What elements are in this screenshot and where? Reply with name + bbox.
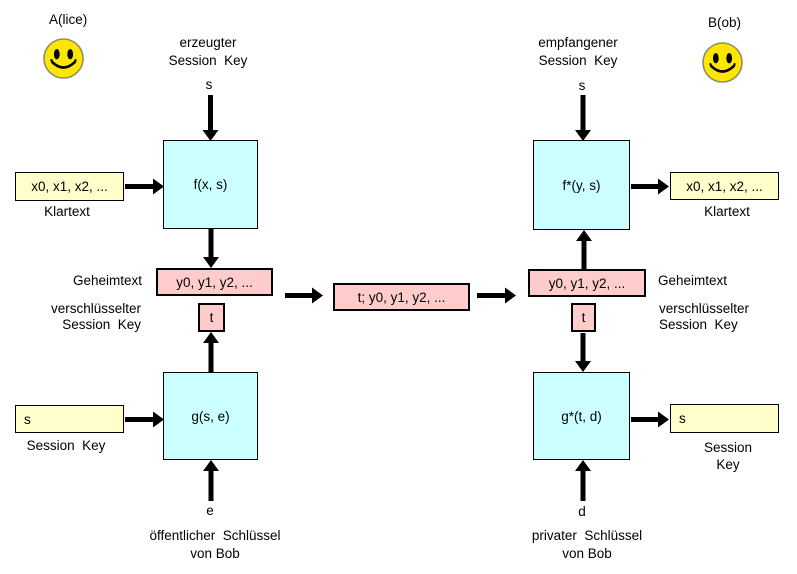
private-key-d-label: d (578, 504, 586, 519)
session-key-label-left: Session Key (26, 438, 106, 453)
plaintext-box-right: x0, x1, x2, ... (670, 172, 779, 200)
public-key-e-label: e (206, 503, 214, 518)
arrow-g-to-t (203, 332, 219, 372)
ciphertext-label-left: Geheimtext (72, 273, 142, 288)
key-encrypt-function-box: g(s, e) (163, 372, 258, 460)
smiley-face-bob-icon (702, 42, 743, 83)
smiley-face-alice-icon (43, 38, 84, 79)
encrypted-session-key-label-left: verschlüsselter Session Key (50, 301, 141, 332)
ciphertext-box-right: y0, y1, y2, ... (528, 269, 646, 297)
ciphertext-label-right: Geheimtext (658, 273, 728, 288)
arrow-t-to-gstar (575, 333, 591, 372)
ciphertext-box-left: y0, y1, y2, ... (156, 268, 273, 296)
received-session-key-label: empfangener Session Key (538, 35, 618, 68)
encrypted-session-key-box-left: t (198, 303, 225, 332)
plaintext-label-left: Klartext (44, 204, 90, 219)
encrypt-function-box: f(x, s) (163, 140, 258, 229)
key-decrypt-function-box: g*(t, d) (533, 372, 630, 460)
encrypted-session-key-box-right: t (571, 303, 596, 332)
bob-label: B(ob) (708, 15, 742, 30)
arrow-e-to-g (203, 460, 219, 501)
arrow-sessionkey-to-g (125, 411, 164, 428)
arrow-f-to-ciphertext (203, 229, 219, 268)
s-top-label-right: s (578, 78, 586, 93)
arrow-channel-to-ciphertext (477, 287, 516, 304)
private-key-caption: privater Schlüssel von Bob (531, 528, 643, 561)
session-key-box-right: s (670, 404, 779, 433)
generated-session-key-label: erzeugter Session Key (168, 35, 248, 68)
arrow-s-to-fstar (575, 95, 591, 141)
s-top-label-left: s (205, 77, 213, 92)
plaintext-label-right: Klartext (704, 204, 750, 219)
arrow-ciphertext-to-channel (285, 287, 323, 304)
arrow-ciphertext-to-fstar (576, 230, 592, 269)
channel-box: t; y0, y1, y2, ... (333, 283, 470, 311)
alice-label: A(lice) (49, 12, 88, 27)
arrow-fstar-to-plaintext (631, 178, 669, 195)
arrow-gstar-to-sessionkey (631, 411, 669, 428)
decrypt-function-box: f*(y, s) (533, 140, 630, 230)
arrow-d-to-gstar (575, 460, 591, 501)
session-key-label-right: Session Key (703, 440, 760, 472)
plaintext-box-left: x0, x1, x2, ... (15, 172, 124, 201)
arrow-plaintext-to-f (125, 178, 164, 195)
session-key-box-left: s (15, 405, 124, 433)
encrypted-session-key-label-right: verschlüsselter Session Key (659, 301, 750, 332)
arrow-s-to-f (202, 95, 219, 141)
public-key-caption: öffentlicher Schlüssel von Bob (149, 528, 281, 561)
